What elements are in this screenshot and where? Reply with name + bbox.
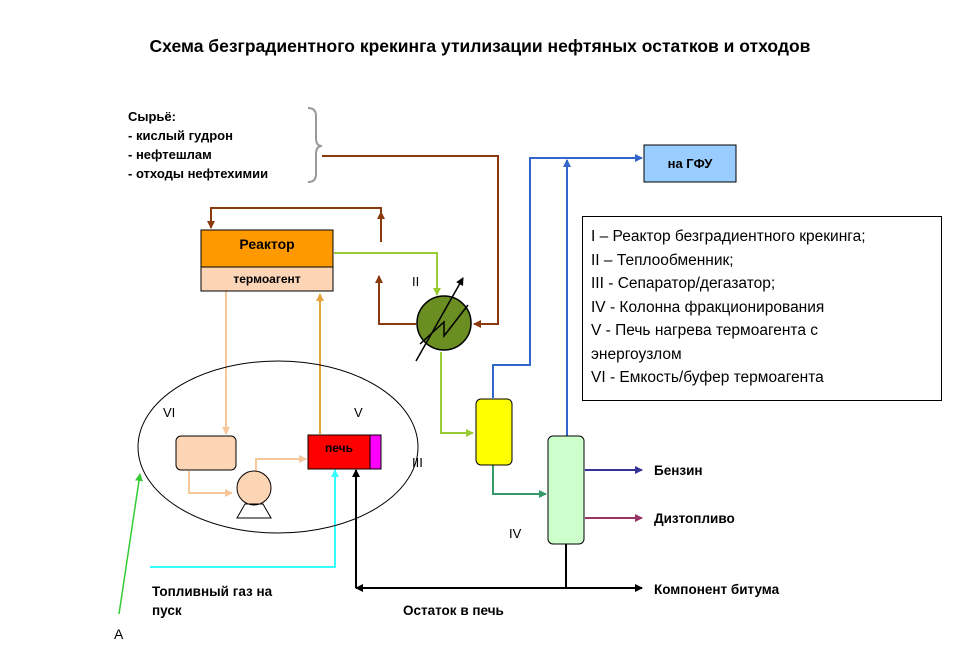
point-a-line (118, 473, 143, 615)
fractionation-column (547, 435, 585, 545)
recycle-line (375, 275, 416, 325)
legend-item: V - Печь нагрева термоагента с (591, 322, 819, 339)
reactor-product-line (334, 252, 441, 296)
fuel-gas-label-1: Топливный газ на (152, 584, 273, 599)
feedstock-list: Сырьё: - кислый гудрон - нефтешлам - отх… (128, 107, 268, 183)
separator (475, 398, 513, 466)
separator-column-line (492, 465, 547, 498)
pump (236, 470, 272, 506)
heat-carrier-label: термоагент (233, 272, 301, 286)
gfu-label: на ГФУ (667, 156, 713, 171)
label-iii: III (412, 455, 423, 470)
point-a-label: А (114, 626, 124, 642)
gasoline-label: Бензин (654, 463, 703, 478)
pump-furnace-line (255, 455, 307, 476)
heat-exchanger-diagonal (415, 277, 464, 362)
label-ii: II (412, 274, 420, 289)
legend-item: VI - Емкость/буфер термоагента (591, 369, 824, 386)
legend-item: IV - Колонна фракционирования (591, 298, 825, 316)
label-vi: VI (163, 405, 176, 420)
label-iv: IV (509, 526, 522, 541)
reactor-heat-carrier (200, 266, 334, 292)
legend-item: II – Теплообменник; (591, 251, 734, 269)
gfu-box (643, 144, 737, 183)
separator-gas-line (492, 154, 643, 398)
feedstock-item: - кислый гудрон (128, 128, 233, 143)
legend-item: I – Реактор безградиентного крекинга; (591, 228, 866, 245)
exchanger-separator-line (440, 352, 474, 437)
furnace-label: печь (325, 441, 353, 455)
feedstock-item: - нефтешлам (128, 147, 212, 162)
feed-line (322, 155, 499, 328)
diesel-label: Дизтопливо (654, 511, 735, 526)
pump-base (236, 503, 272, 519)
fuel-gas-line (150, 469, 339, 568)
energy-unit-boundary (137, 360, 419, 534)
reactor-label: Реактор (239, 236, 295, 252)
page-title: Схема безградиентного крекинга утилизаци… (149, 36, 811, 56)
label-v: V (354, 405, 363, 420)
heat-carrier-buffer (175, 435, 237, 471)
legend-item: III - Сепаратор/дегазатор; (591, 275, 776, 292)
fuel-gas-label-2: пуск (152, 603, 182, 618)
bitumen-label: Компонент битума (654, 582, 780, 597)
furnace-energy-unit (369, 434, 382, 470)
feedstock-heading: Сырьё: (128, 109, 176, 124)
furnace-body (307, 434, 371, 470)
feedstock-brace (307, 107, 323, 183)
legend-box: I – Реактор безградиентного крекинга; II… (582, 216, 942, 401)
residue-label: Остаток в печь (403, 603, 504, 618)
feedstock-item: - отходы нефтехимии (128, 166, 269, 181)
buffer-pump-line (188, 471, 233, 497)
legend-item: энергоузлом (591, 345, 682, 363)
